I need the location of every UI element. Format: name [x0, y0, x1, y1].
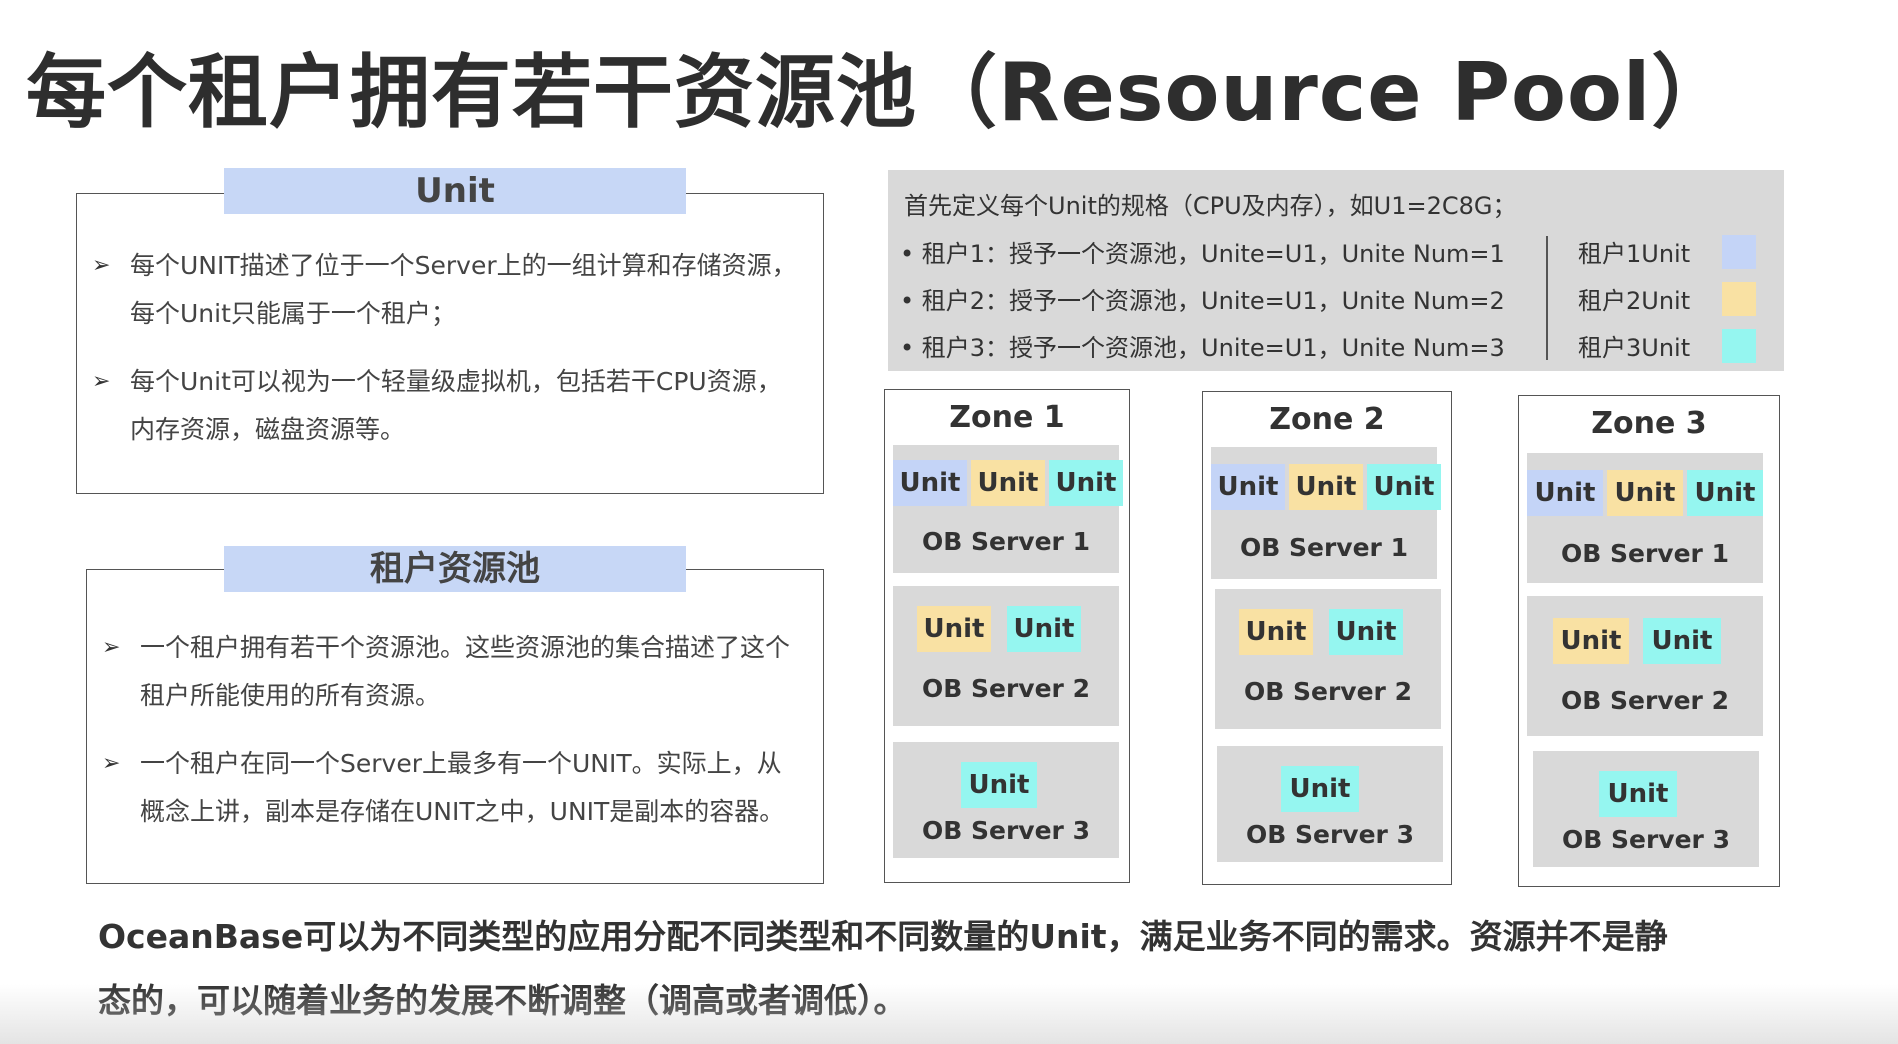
- server-label: OB Server 1: [922, 527, 1090, 556]
- unit-tenant-1: Unit: [1211, 464, 1285, 510]
- zone-1: Zone 1 Unit Unit Unit OB Server 1 Unit U…: [884, 389, 1130, 883]
- server-label: OB Server 3: [922, 816, 1090, 845]
- zone-1-server-1: Unit Unit Unit OB Server 1: [893, 445, 1123, 573]
- pool-bullet-2: ➢ 一个租户在同一个Server上最多有一个UNIT。实际上，从 概念上讲，副本…: [102, 740, 814, 836]
- arrow-icon: ➢: [92, 369, 111, 394]
- pool-bullet-1-line-1: 一个租户拥有若干个资源池。这些资源池的集合描述了这个: [140, 633, 791, 662]
- legend-separator: [1546, 236, 1548, 360]
- unit-description-box: [76, 193, 824, 494]
- pool-bullet-1: ➢ 一个租户拥有若干个资源池。这些资源池的集合描述了这个 租户所能使用的所有资源…: [102, 624, 814, 720]
- zone-1-server-3: Unit OB Server 3: [893, 742, 1119, 858]
- unit-tenant-2: Unit: [1239, 609, 1313, 655]
- zone-3-server-3: Unit OB Server 3: [1533, 751, 1759, 867]
- unit-tenant-3: Unit: [1643, 618, 1721, 664]
- tenant-2-line: • 租户2：授予一个资源池，Unite=U1，Unite Num=2: [900, 287, 1505, 315]
- tenant-pool-box: [86, 569, 824, 884]
- legend-tenant-1: 租户1Unit: [1578, 240, 1691, 268]
- zone-2-server-1: Unit Unit Unit OB Server 1: [1211, 447, 1441, 579]
- legend-tenant-3: 租户3Unit: [1578, 334, 1691, 362]
- zone-2-title: Zone 2: [1269, 402, 1385, 437]
- tenant-1-line: • 租户1：授予一个资源池，Unite=U1，Unite Num=1: [900, 240, 1505, 268]
- page-title: 每个租户拥有若干资源池（Resource Pool）: [26, 46, 1733, 139]
- footer-summary: OceanBase可以为不同类型的应用分配不同类型和不同数量的Unit，满足业务…: [98, 905, 1818, 1033]
- spec-intro: 首先定义每个Unit的规格（CPU及内存），如U1=2C8G；: [904, 192, 1517, 220]
- tenant-3-line: • 租户3：授予一个资源池，Unite=U1，Unite Num=3: [900, 334, 1505, 362]
- zone-3: Zone 3 Unit Unit Unit OB Server 1 Unit U…: [1518, 395, 1780, 887]
- zone-2-server-2: Unit Unit OB Server 2: [1215, 589, 1441, 729]
- unit-tenant-3: Unit: [961, 762, 1037, 808]
- unit-tenant-2: Unit: [917, 606, 991, 652]
- arrow-icon: ➢: [92, 253, 111, 278]
- pool-bullet-2-line-2: 概念上讲，副本是存储在UNIT之中，UNIT是副本的容器。: [140, 797, 785, 826]
- unit-bullet-2-line-1: 每个Unit可以视为一个轻量级虚拟机，包括若干CPU资源，: [130, 367, 782, 396]
- unit-spec-panel: 首先定义每个Unit的规格（CPU及内存），如U1=2C8G； • 租户1：授予…: [888, 170, 1784, 371]
- unit-bullet-1: ➢ 每个UNIT描述了位于一个Server上的一组计算和存储资源， 每个Unit…: [92, 242, 812, 338]
- pool-bullet-2-line-1: 一个租户在同一个Server上最多有一个UNIT。实际上，从: [140, 749, 782, 778]
- unit-bullet-1-line-1: 每个UNIT描述了位于一个Server上的一组计算和存储资源，: [130, 251, 797, 280]
- legend-swatch-tenant-3: [1722, 329, 1756, 363]
- footer-line-2: 态的，可以随着业务的发展不断调整（调高或者调低）。: [98, 981, 907, 1020]
- legend-tenant-2: 租户2Unit: [1578, 287, 1691, 315]
- unit-tenant-3: Unit: [1281, 766, 1359, 812]
- server-label: OB Server 1: [1240, 533, 1408, 562]
- unit-tenant-3: Unit: [1329, 609, 1403, 655]
- server-label: OB Server 3: [1562, 825, 1730, 854]
- unit-tenant-1: Unit: [1527, 470, 1603, 516]
- server-label: OB Server 1: [1561, 539, 1729, 568]
- server-label: OB Server 2: [922, 674, 1090, 703]
- unit-bullet-2: ➢ 每个Unit可以视为一个轻量级虚拟机，包括若干CPU资源， 内存资源，磁盘资…: [92, 358, 812, 454]
- unit-tenant-2: Unit: [1553, 618, 1629, 664]
- arrow-icon: ➢: [102, 635, 121, 660]
- unit-bullet-1-line-2: 每个Unit只能属于一个租户；: [130, 299, 456, 328]
- server-label: OB Server 3: [1246, 820, 1414, 849]
- zone-3-title: Zone 3: [1591, 406, 1707, 441]
- legend-swatch-tenant-1: [1722, 235, 1756, 269]
- server-label: OB Server 2: [1244, 677, 1412, 706]
- unit-tenant-3: Unit: [1007, 606, 1081, 652]
- footer-line-1: OceanBase可以为不同类型的应用分配不同类型和不同数量的Unit，满足业务…: [98, 917, 1668, 956]
- unit-tenant-3: Unit: [1367, 464, 1441, 510]
- unit-bullet-2-line-2: 内存资源，磁盘资源等。: [130, 415, 406, 444]
- zone-3-server-1: Unit Unit Unit OB Server 1: [1527, 453, 1763, 583]
- arrow-icon: ➢: [102, 751, 121, 776]
- zone-1-server-2: Unit Unit OB Server 2: [893, 586, 1119, 726]
- unit-tenant-1: Unit: [893, 460, 967, 506]
- unit-tenant-2: Unit: [1289, 464, 1363, 510]
- server-label: OB Server 2: [1561, 686, 1729, 715]
- unit-tenant-3: Unit: [1687, 470, 1763, 516]
- legend-swatch-tenant-2: [1722, 282, 1756, 316]
- unit-tenant-3: Unit: [1599, 771, 1677, 817]
- pool-bullet-1-line-2: 租户所能使用的所有资源。: [140, 681, 441, 710]
- unit-tenant-2: Unit: [1607, 470, 1683, 516]
- zone-3-server-2: Unit Unit OB Server 2: [1527, 596, 1763, 736]
- zone-1-title: Zone 1: [949, 400, 1065, 435]
- zone-2: Zone 2 Unit Unit Unit OB Server 1 Unit U…: [1202, 391, 1452, 885]
- zone-2-server-3: Unit OB Server 3: [1217, 746, 1443, 862]
- unit-box-header: Unit: [224, 168, 686, 214]
- unit-tenant-3: Unit: [1049, 460, 1123, 506]
- pool-box-header: 租户资源池: [224, 546, 686, 592]
- unit-tenant-2: Unit: [971, 460, 1045, 506]
